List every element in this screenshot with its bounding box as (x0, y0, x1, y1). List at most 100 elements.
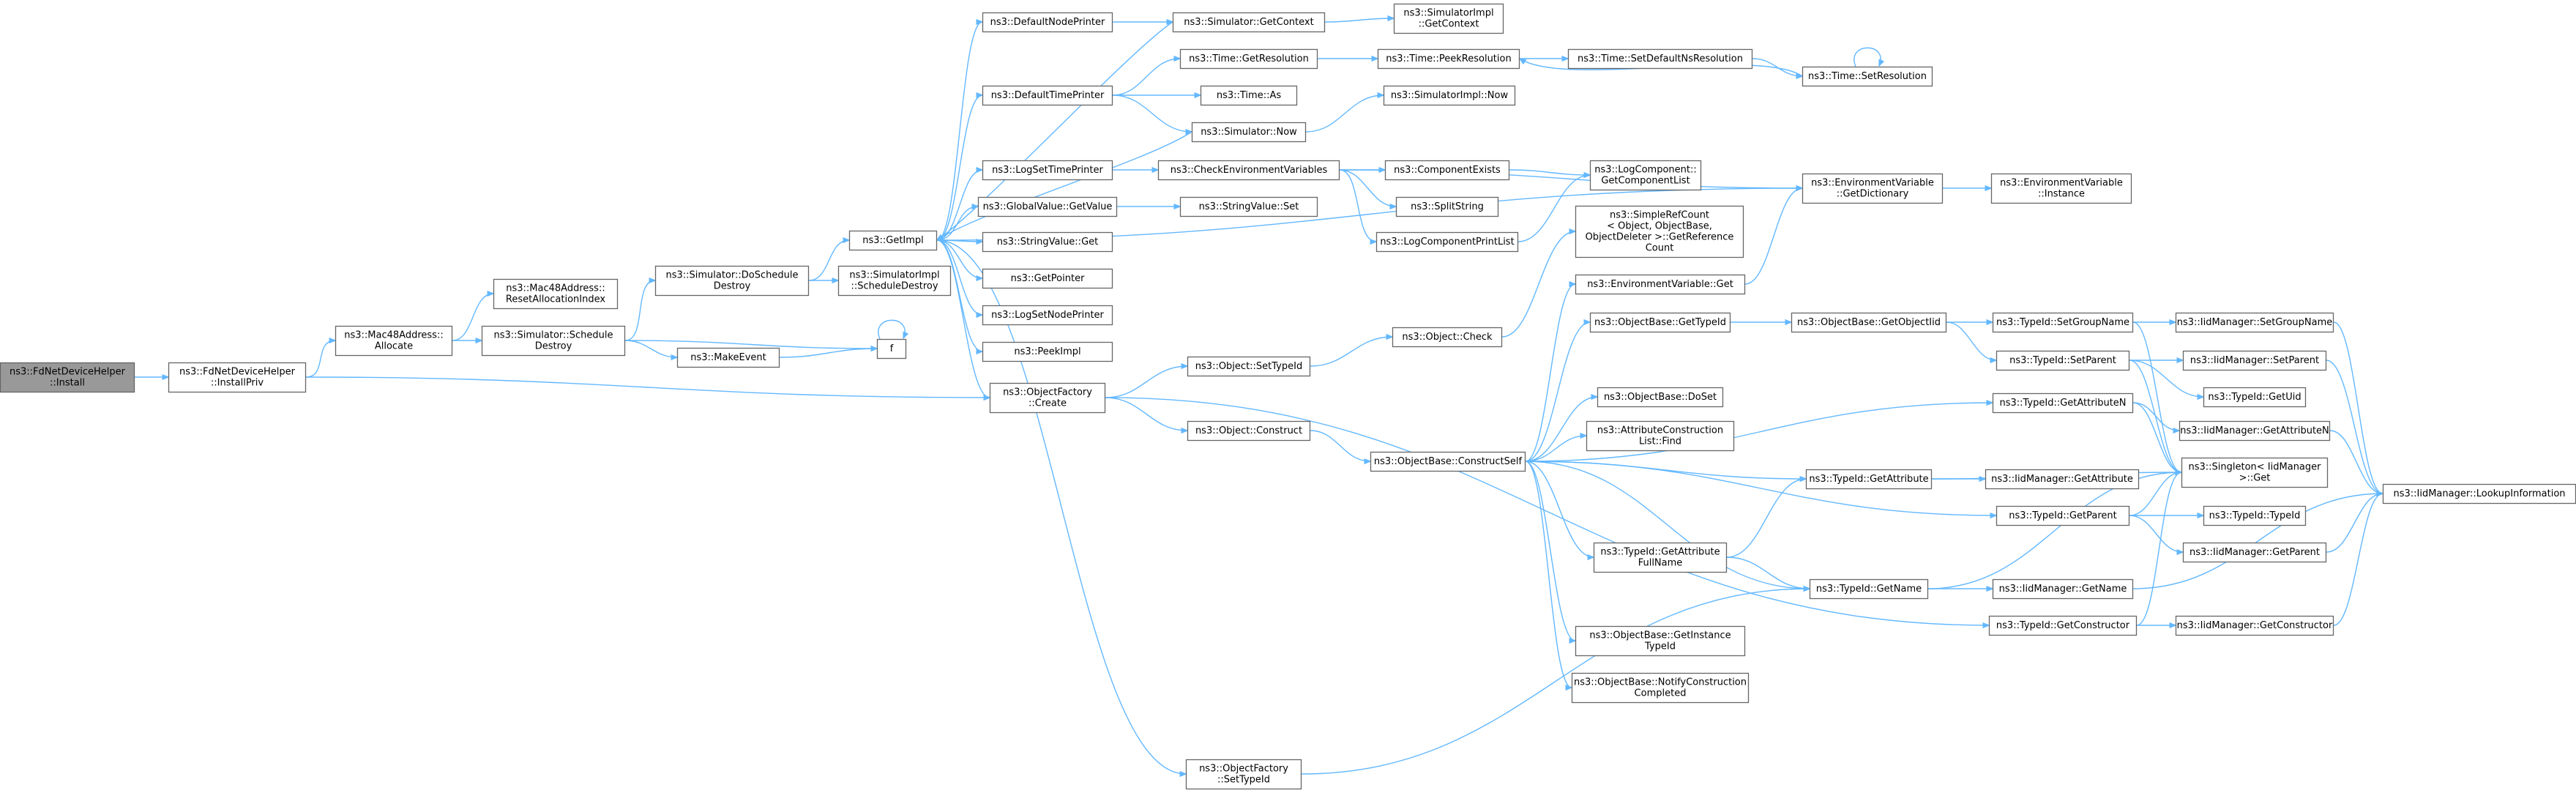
node-makeevent[interactable]: ns3::MakeEvent (676, 347, 780, 368)
edge-iidgetconstructor-to-iidlookup (2333, 494, 2383, 626)
node-tidsetgroup[interactable]: ns3::TypeId::SetGroupName (1992, 312, 2134, 333)
node-ofsettypeid[interactable]: ns3::ObjectFactory::SetTypeId (1185, 759, 1302, 790)
node-svget[interactable]: ns3::StringValue::Get (982, 231, 1113, 253)
node-envvargetdict[interactable]: ns3::EnvironmentVariable::GetDictionary (1802, 173, 1944, 204)
node-logsetnodeprinter[interactable]: ns3::LogSetNodePrinter (982, 305, 1113, 326)
node-tidsetparent[interactable]: ns3::TypeId::SetParent (1996, 350, 2130, 371)
node-tidgetattr[interactable]: ns3::TypeId::GetAttribute (1805, 469, 1933, 490)
node-iidsetgroup[interactable]: ns3::IidManager::SetGroupName (2175, 312, 2334, 333)
node-iidgetattribute[interactable]: ns3::IidManager::GetAttribute (1985, 469, 2140, 490)
node-tidgetconstructor[interactable]: ns3::TypeId::GetConstructor (1988, 615, 2138, 636)
node-logcompprintlist[interactable]: ns3::LogComponentPrintList (1375, 231, 1519, 253)
node-envvarget[interactable]: ns3::EnvironmentVariable::Get (1575, 274, 1746, 295)
node-simnow[interactable]: ns3::Simulator::Now (1191, 122, 1307, 143)
node-singletonget[interactable]: ns3::Singleton< IidManager>::Get (2181, 457, 2329, 488)
function-nodes: ns3::FdNetDeviceHelper::Install ns3::FdNe… (0, 3, 2576, 790)
node-installpriv[interactable]: ns3::FdNetDeviceHelper::InstallPriv (168, 362, 307, 393)
node-objcheck[interactable]: ns3::Object::Check (1392, 327, 1503, 348)
node-simimplgetcontext[interactable]: ns3::SimulatorImpl::GetContext (1393, 3, 1504, 34)
node-simsched[interactable]: ns3::Simulator::ScheduleDestroy (481, 325, 626, 357)
node-box (1393, 3, 1504, 34)
node-f[interactable]: f (876, 338, 907, 360)
node-defnodeprinter[interactable]: ns3::DefaultNodePrinter (982, 12, 1113, 33)
node-compexists[interactable]: ns3::ComponentExists (1384, 160, 1510, 181)
edge-simgetcontext-to-simimplgetcontext (1324, 18, 1394, 23)
node-obdoset[interactable]: ns3::ObjectBase::DoSet (1597, 387, 1724, 408)
node-box (876, 338, 907, 360)
node-simimplnow[interactable]: ns3::SimulatorImpl::Now (1383, 85, 1516, 106)
node-iidgetattrn[interactable]: ns3::IidManager::GetAttributeN (2179, 420, 2331, 442)
node-getpointer[interactable]: ns3::GetPointer (982, 268, 1113, 289)
edge-iidsetparent-to-iidlookup (2326, 360, 2383, 494)
node-logsettimeprinter[interactable]: ns3::LogSetTimePrinter (982, 160, 1113, 181)
node-objsettypeid[interactable]: ns3::Object::SetTypeId (1187, 356, 1311, 377)
node-obnotify[interactable]: ns3::ObjectBase::NotifyConstructionCompl… (1571, 672, 1750, 704)
edge-obgetobjectid-to-tidsetparent (1946, 321, 1996, 360)
node-mac48reset[interactable]: ns3::Mac48Address::ResetAllocationIndex (493, 278, 619, 310)
node-box (1988, 615, 2138, 636)
node-obgettypeid[interactable]: ns3::ObjectBase::GetTypeId (1589, 312, 1731, 333)
node-peekimpl[interactable]: ns3::PeekImpl (982, 341, 1113, 362)
node-label: ns3::TypeId::GetAttributeN (1999, 398, 2126, 409)
node-simimplsched[interactable]: ns3::SimulatorImpl::ScheduleDestroy (837, 265, 952, 297)
node-getimpl[interactable]: ns3::GetImpl (848, 230, 938, 251)
node-checkenv[interactable]: ns3::CheckEnvironmentVariables (1157, 160, 1340, 181)
node-box (982, 231, 1113, 253)
node-mac48alloc[interactable]: ns3::Mac48Address::Allocate (335, 325, 453, 357)
node-tidtypeid[interactable]: ns3::TypeId::TypeId (2203, 505, 2307, 526)
node-label: ns3::TypeId::GetAttribute (1600, 547, 1720, 558)
node-simgetcontext[interactable]: ns3::Simulator::GetContext (1172, 12, 1326, 33)
node-splitstring[interactable]: ns3::SplitString (1395, 196, 1499, 217)
node-box (2382, 483, 2576, 505)
node-iidlookup[interactable]: ns3::IidManager::LookupInformation (2382, 483, 2576, 505)
node-iidgetconstructor[interactable]: ns3::IidManager::GetConstructor (2175, 615, 2334, 636)
node-gvgetvalue[interactable]: ns3::GlobalValue::GetValue (977, 196, 1118, 217)
node-iidsetparent[interactable]: ns3::IidManager::SetParent (2182, 350, 2327, 371)
node-objconstruct[interactable]: ns3::Object::Construct (1187, 420, 1311, 442)
node-label: ns3::Time::SetDefaultNsResolution (1578, 53, 1743, 64)
node-iidgetname[interactable]: ns3::IidManager::GetName (1992, 578, 2134, 600)
node-tidgetparent[interactable]: ns3::TypeId::GetParent (1996, 505, 2130, 526)
node-deftimeprinter[interactable]: ns3::DefaultTimePrinter (982, 85, 1113, 106)
node-timeas[interactable]: ns3::Time::As (1200, 85, 1298, 106)
node-install[interactable]: ns3::FdNetDeviceHelper::Install (0, 362, 135, 393)
node-ofcreate[interactable]: ns3::ObjectFactory::Create (989, 382, 1106, 414)
node-box (1370, 451, 1526, 472)
edge-deftimeprinter-to-simnow (1112, 94, 1192, 132)
edge-getimpl-to-ofcreate (936, 239, 990, 398)
node-obconstructself[interactable]: ns3::ObjectBase::ConstructSelf (1370, 451, 1526, 472)
edge-obconstructself-to-envvarget (1525, 284, 1575, 462)
node-iidgetparent[interactable]: ns3::IidManager::GetParent (2182, 542, 2327, 563)
node-timegetres[interactable]: ns3::Time::GetResolution (1179, 48, 1318, 70)
node-label: ns3::AttributeConstruction (1597, 425, 1723, 436)
node-label: FullName (1638, 558, 1683, 569)
node-logcompgetlist[interactable]: ns3::LogComponent::GetComponentList (1589, 160, 1702, 191)
edge-simsched-to-makeevent (624, 340, 677, 357)
node-timepeekres[interactable]: ns3::Time::PeekResolution (1377, 48, 1520, 70)
node-tidgetuid[interactable]: ns3::TypeId::GetUid (2203, 387, 2307, 408)
node-tidgetattrn[interactable]: ns3::TypeId::GetAttributeN (1992, 392, 2134, 414)
node-box (1575, 205, 1744, 258)
node-box (1172, 12, 1326, 33)
node-svset[interactable]: ns3::StringValue::Set (1179, 196, 1318, 217)
node-label: ns3::ObjectBase::GetObjectIid (1797, 317, 1941, 328)
call-edges (135, 18, 2383, 774)
node-label: ns3::LogSetNodePrinter (991, 310, 1104, 321)
node-box (1395, 196, 1499, 217)
node-timesetdefns[interactable]: ns3::Time::SetDefaultNsResolution (1567, 48, 1753, 70)
node-envvarinstance[interactable]: ns3::EnvironmentVariable::Instance (1990, 173, 2132, 204)
node-box (1187, 420, 1311, 442)
node-tidgetname[interactable]: ns3::TypeId::GetName (1809, 578, 1929, 600)
node-obgetobjectid[interactable]: ns3::ObjectBase::GetObjectIid (1791, 312, 1947, 333)
node-timesetres[interactable]: ns3::Time::SetResolution (1802, 66, 1933, 87)
node-box (1187, 356, 1311, 377)
node-simplerefcount[interactable]: ns3::SimpleRefCount< Object, ObjectBase,… (1575, 205, 1744, 258)
node-label: ns3::SplitString (1411, 201, 1484, 212)
node-label: ns3::LogSetTimePrinter (992, 165, 1103, 176)
node-box (2181, 457, 2329, 488)
node-box (335, 325, 453, 357)
